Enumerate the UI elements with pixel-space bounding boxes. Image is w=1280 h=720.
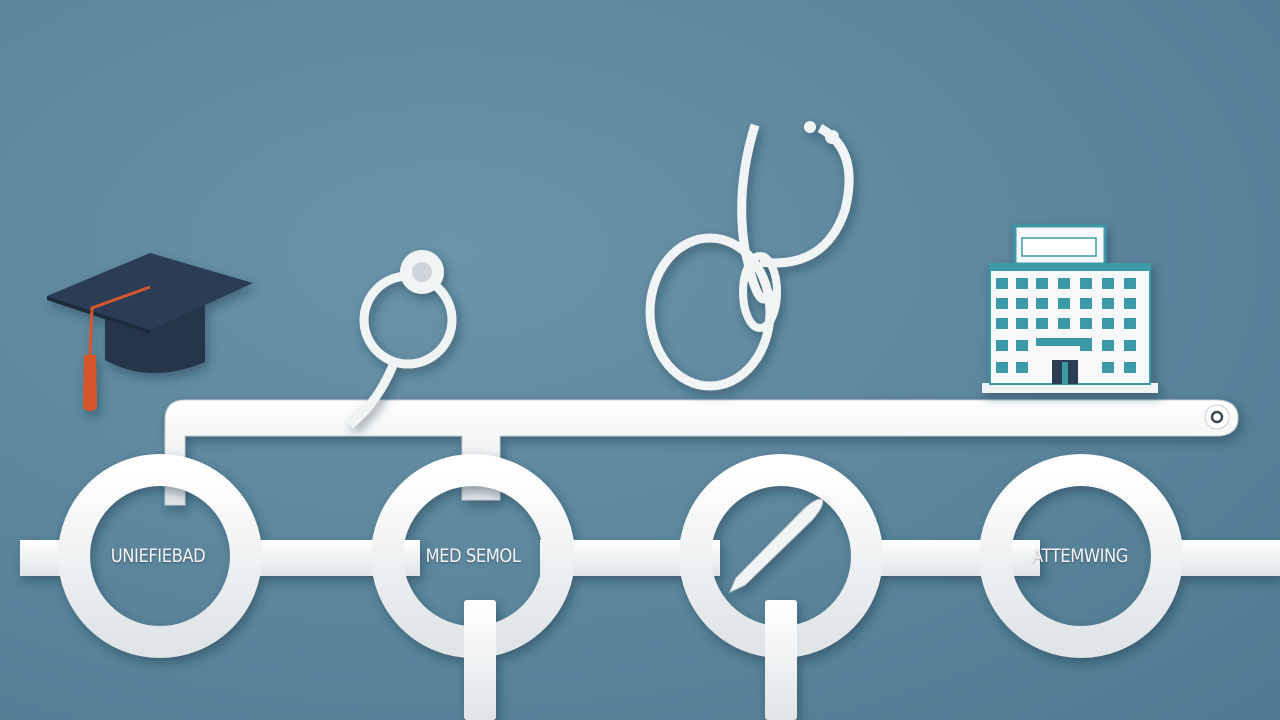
stage-label-attending: ATTEMWING [1032,545,1128,567]
large-stethoscope-icon [645,121,854,391]
stethoscope-icon [347,250,457,429]
lower-track [20,454,1280,720]
scalpel-icon [729,498,823,594]
graduation-cap-icon [47,253,253,411]
ring-node-1 [58,454,262,658]
stage-label-undergrad: UNIEFIEBAD [110,545,206,567]
stage-label-med-school: MED SEMOL [425,545,521,567]
upper-rail [164,399,1239,506]
hospital-icon [982,224,1158,393]
ring-node-4 [979,454,1183,658]
